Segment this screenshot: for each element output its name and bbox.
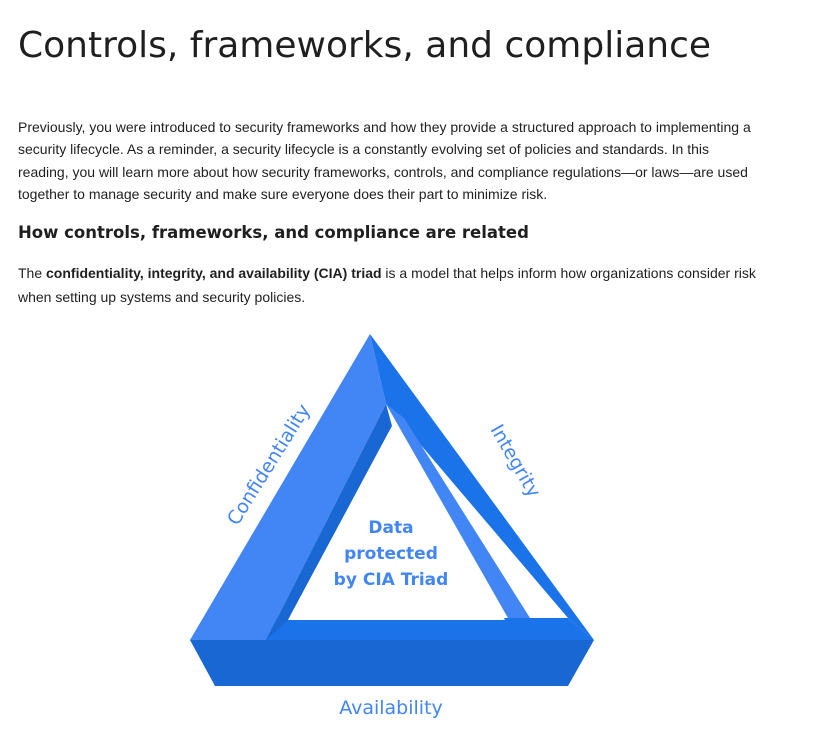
- triad-label-confidentiality: Confidentiality: [223, 400, 315, 529]
- triad-label-integrity: Integrity: [486, 421, 545, 502]
- triad-center-line-2: protected: [344, 544, 438, 564]
- triad-left-inner-face: [266, 404, 392, 640]
- triad-bottom-top-face: [190, 618, 594, 640]
- section-heading: How controls, frameworks, and compliance…: [18, 223, 529, 242]
- cia-paragraph: The confidentiality, integrity, and avai…: [18, 261, 758, 309]
- triad-center-line-1: Data: [368, 518, 413, 538]
- triad-right-face: [370, 334, 594, 640]
- triad-bottom-face: [190, 640, 594, 686]
- cia-paragraph-prefix: The: [18, 265, 47, 281]
- triad-inner-window: [288, 426, 505, 620]
- cia-paragraph-suffix: is a model that helps inform how organiz…: [18, 265, 756, 305]
- triad-label-availability: Availability: [339, 697, 443, 719]
- page-title: Controls, frameworks, and compliance: [18, 25, 712, 66]
- cia-paragraph-bold-term: confidentiality, integrity, and availabi…: [46, 265, 382, 281]
- intro-paragraph: Previously, you were introduced to secur…: [18, 119, 751, 203]
- triad-center-line-3: by CIA Triad: [334, 570, 449, 590]
- triad-left-face: [190, 334, 386, 640]
- triad-right-light-strip: [386, 404, 530, 618]
